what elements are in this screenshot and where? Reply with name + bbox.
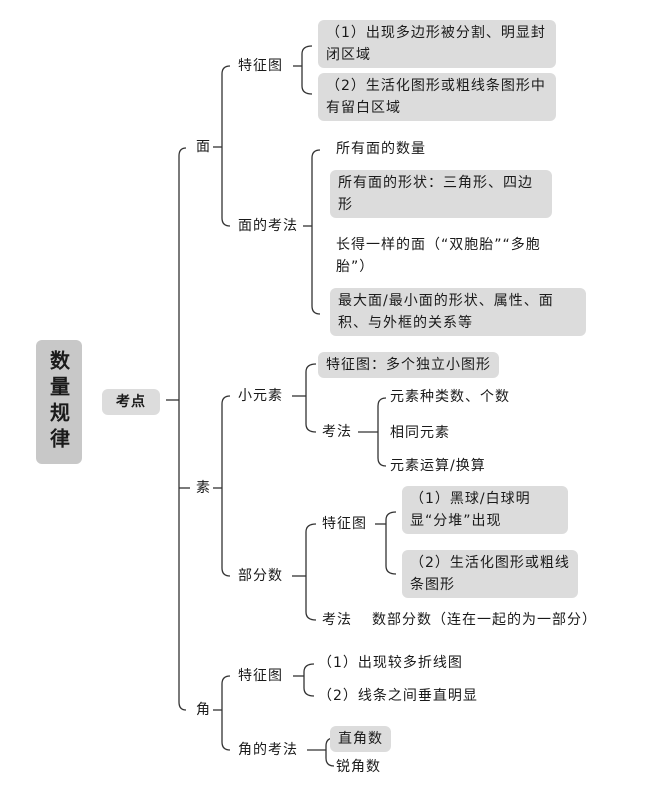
node-face: 面 bbox=[196, 139, 211, 155]
angle-method-item-1: 直角数 bbox=[330, 726, 391, 752]
face-feature-item-2: （2）生活化图形或粗线条图形中有留白区域 bbox=[318, 73, 556, 121]
small-element-feature: 特征图：多个独立小图形 bbox=[318, 352, 499, 378]
small-method-item-3: 元素运算/换算 bbox=[390, 458, 486, 474]
node-face-method: 面的考法 bbox=[238, 218, 298, 234]
angle-feature-item-2: （2）线条之间垂直明显 bbox=[318, 688, 478, 704]
node-parts-feature: 特征图 bbox=[322, 516, 367, 532]
node-kaodian: 考点 bbox=[102, 389, 160, 415]
node-angle-feature: 特征图 bbox=[238, 668, 283, 684]
face-method-item-4: 最大面/最小面的形状、属性、面积、与外框的关系等 bbox=[330, 288, 586, 336]
node-small-element: 小元素 bbox=[238, 388, 283, 404]
face-feature-item-1: （1）出现多边形被分割、明显封闭区域 bbox=[318, 20, 556, 68]
root-label: 数量规律 bbox=[46, 350, 71, 454]
node-angle: 角 bbox=[196, 702, 211, 718]
face-method-item-1: 所有面的数量 bbox=[336, 141, 426, 157]
small-method-item-1: 元素种类数、个数 bbox=[390, 389, 510, 405]
parts-feature-item-2: （2）生活化图形或粗线条图形 bbox=[402, 550, 578, 598]
parts-method-text: 数部分数（连在一起的为一部分） bbox=[372, 612, 597, 628]
parts-feature-item-1: （1）黑球/白球明显“分堆”出现 bbox=[402, 486, 568, 534]
node-parts: 部分数 bbox=[238, 568, 283, 584]
node-element: 素 bbox=[196, 480, 211, 496]
angle-feature-item-1: （1）出现较多折线图 bbox=[318, 655, 463, 671]
node-parts-method: 考法 bbox=[322, 612, 352, 628]
node-small-method: 考法 bbox=[322, 424, 352, 440]
angle-method-item-2: 锐角数 bbox=[336, 759, 381, 775]
node-angle-method: 角的考法 bbox=[238, 742, 298, 758]
face-method-item-3: 长得一样的面（“双胞胎”“多胞胎”） bbox=[336, 237, 541, 275]
root-node: 数量规律 bbox=[36, 340, 82, 464]
node-face-feature: 特征图 bbox=[238, 58, 283, 74]
face-method-item-2: 所有面的形状：三角形、四边形 bbox=[330, 170, 552, 218]
small-method-item-2: 相同元素 bbox=[390, 425, 450, 441]
